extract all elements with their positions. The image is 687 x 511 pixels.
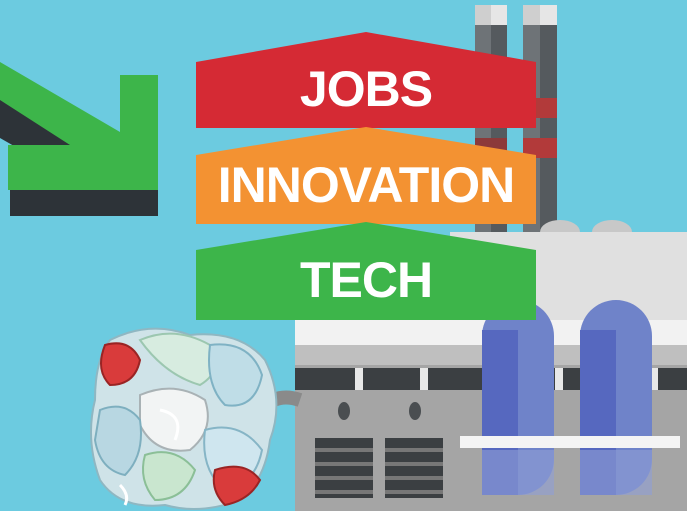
banner-innovation-label: INNOVATION: [218, 157, 514, 213]
storage-tank-icon: [460, 300, 680, 495]
banner-jobs: JOBS: [196, 32, 536, 128]
down-right-arrow-icon: [0, 62, 158, 216]
banner-jobs-label: JOBS: [300, 61, 432, 117]
plastic-waste-pile-icon: [90, 327, 278, 510]
banner-tech: TECH: [196, 222, 536, 320]
banner-tech-label: TECH: [300, 252, 432, 308]
banner-innovation: INNOVATION: [196, 127, 536, 224]
